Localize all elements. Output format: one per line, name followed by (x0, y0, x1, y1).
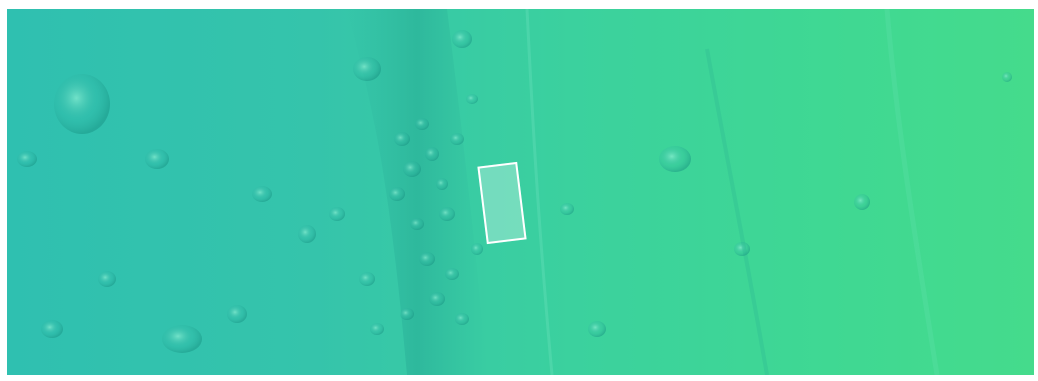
streak (884, 9, 940, 375)
hill (734, 242, 750, 256)
hill (17, 151, 37, 167)
hill (227, 305, 247, 323)
hill (560, 203, 574, 215)
hill (298, 225, 316, 243)
hill (41, 320, 63, 338)
streak (525, 9, 554, 375)
hill (329, 207, 345, 221)
hill (588, 321, 606, 337)
hill (54, 74, 110, 134)
hill (252, 186, 272, 202)
hill (1002, 72, 1012, 82)
terrain-relief (17, 9, 1012, 375)
hill (659, 146, 691, 172)
hill (353, 57, 381, 81)
hill (162, 325, 202, 353)
hill (98, 271, 116, 287)
hill (145, 149, 169, 169)
rough-cluster (359, 94, 483, 335)
ridge-band (347, 9, 487, 375)
crater (854, 194, 870, 210)
hill (452, 30, 472, 48)
streak (705, 48, 769, 375)
terrain-map[interactable] (7, 9, 1034, 375)
